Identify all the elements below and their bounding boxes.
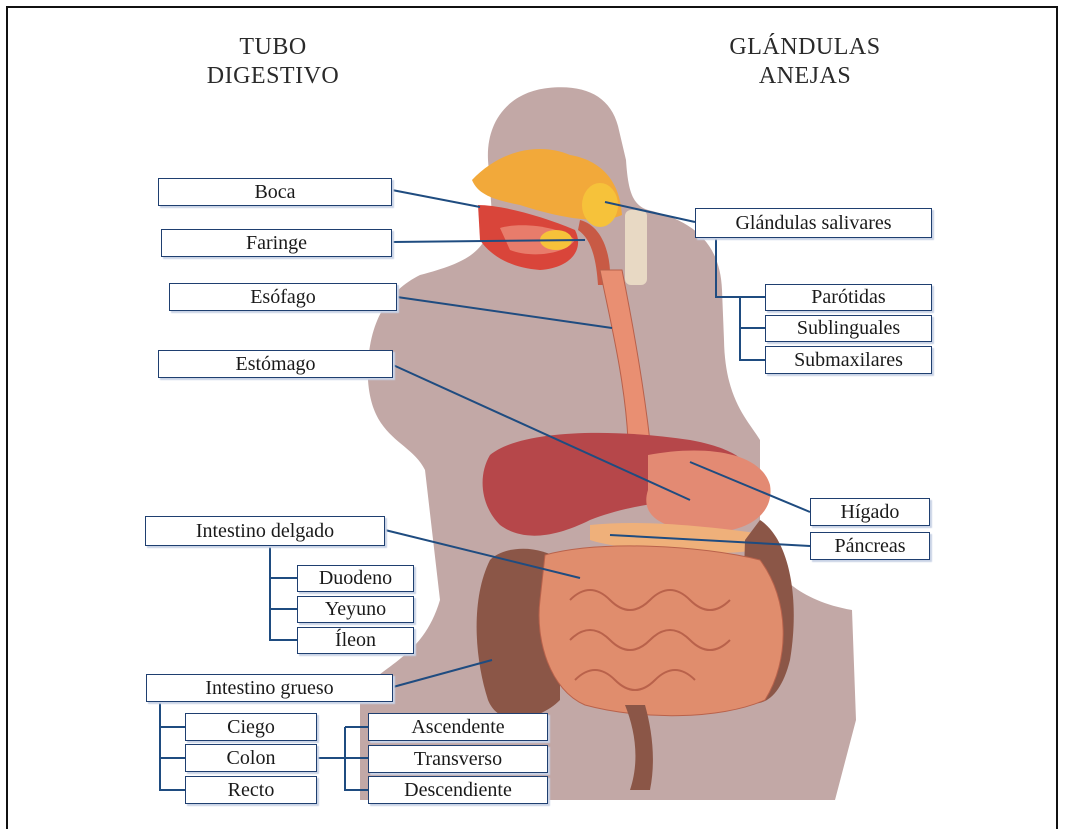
label-yeyuno: Yeyuno — [297, 596, 414, 623]
label-glandulas-salivares: Glándulas salivares — [695, 208, 932, 238]
cervical-spine — [625, 210, 647, 285]
label-duodeno: Duodeno — [297, 565, 414, 592]
label-intestino-delgado: Intestino delgado — [145, 516, 385, 546]
label-transverso: Transverso — [368, 745, 548, 773]
label-ileon: Íleon — [297, 627, 414, 654]
label-higado: Hígado — [810, 498, 930, 526]
label-ciego: Ciego — [185, 713, 317, 741]
label-recto: Recto — [185, 776, 317, 804]
label-intestino-grueso: Intestino grueso — [146, 674, 393, 702]
label-descendiente: Descendiente — [368, 776, 548, 804]
label-esofago: Esófago — [169, 283, 397, 311]
small-intestine — [539, 546, 783, 716]
label-colon: Colon — [185, 744, 317, 772]
label-ascendente: Ascendente — [368, 713, 548, 741]
label-sublinguales: Sublinguales — [765, 315, 932, 342]
salivary-gland-parotid — [582, 183, 618, 227]
label-faringe: Faringe — [161, 229, 392, 257]
heading-glandulas-line1: GLÁNDULAS — [705, 33, 905, 62]
heading-tubo-line1: TUBO — [178, 33, 368, 62]
label-boca: Boca — [158, 178, 392, 206]
heading-glandulas-line2: ANEJAS — [705, 62, 905, 91]
label-estomago: Estómago — [158, 350, 393, 378]
heading-tubo-line2: DIGESTIVO — [178, 62, 368, 91]
label-submaxilares: Submaxilares — [765, 346, 932, 374]
label-parotidas: Parótidas — [765, 284, 932, 311]
heading-glandulas-anejas: GLÁNDULAS ANEJAS — [705, 33, 905, 91]
label-pancreas: Páncreas — [810, 532, 930, 560]
heading-tubo-digestivo: TUBO DIGESTIVO — [178, 33, 368, 91]
